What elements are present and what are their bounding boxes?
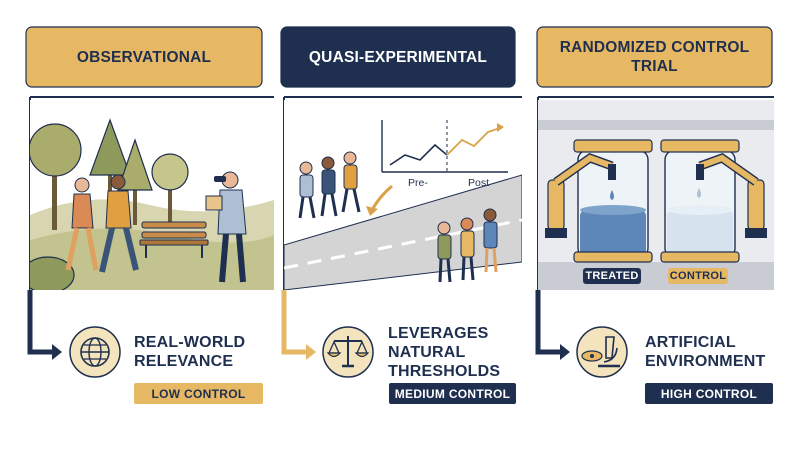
control-tank <box>660 139 740 263</box>
chart-label-post: Post <box>468 177 490 189</box>
arrow-head-icon <box>560 344 570 360</box>
chart-label-pre: Pre- <box>408 177 428 189</box>
control-tag: CONTROL <box>669 270 727 282</box>
robot-arm-icon <box>696 152 767 238</box>
walking-person-icon <box>99 174 139 273</box>
tree-icon <box>117 138 153 225</box>
control-tag-bg <box>668 268 728 284</box>
quasi-connector-arrow <box>281 290 306 355</box>
bench-icon <box>139 221 209 258</box>
header-quasi-experimental: QUASI-EXPERIMENTAL <box>308 48 488 66</box>
header-observational: OBSERVATIONAL <box>76 48 212 66</box>
observational-connector-arrow <box>27 290 52 355</box>
pedestrian-group-upper <box>298 151 361 219</box>
microscope-icon <box>576 326 628 378</box>
lab-scene <box>538 100 774 290</box>
quasi-header-box <box>280 26 516 88</box>
badge-medium-control: MEDIUM CONTROL <box>394 386 511 401</box>
street-scene <box>284 100 522 290</box>
arrow-head-icon <box>52 344 62 360</box>
globe-icon <box>69 326 121 378</box>
badge-low-control: LOW CONTROL <box>151 386 246 401</box>
column-rct <box>535 26 774 404</box>
rct-connector-arrow <box>535 290 560 355</box>
walking-person-icon <box>65 177 99 271</box>
tree-icon <box>151 153 189 225</box>
tree-icon <box>30 123 82 230</box>
scales-icon <box>322 326 374 378</box>
medium-control-badge-bg <box>389 383 516 404</box>
treated-tag: TREATED <box>585 270 639 282</box>
observer-with-binoculars-icon <box>205 171 247 283</box>
arrow-head-icon <box>306 344 316 360</box>
rct-header-box <box>536 26 773 88</box>
feature-artificial-environment: ARTIFICIAL ENVIRONMENT <box>645 334 766 370</box>
pedestrian-group-lower <box>437 208 498 283</box>
low-control-badge-bg <box>134 383 263 404</box>
column-quasi-experimental <box>280 26 522 404</box>
observational-header-box <box>25 26 263 88</box>
park-scene <box>30 100 274 290</box>
badge-high-control: HIGH CONTROL <box>660 386 758 401</box>
feature-leverages-natural-thresholds: LEVERAGES NATURAL THRESHOLDS <box>388 325 501 380</box>
pre-post-chart <box>381 120 508 174</box>
treated-tank <box>573 139 653 263</box>
bush-icon <box>30 256 75 290</box>
high-control-badge-bg <box>645 383 773 404</box>
header-randomized-control-trial: RANDOMIZED CONTROL TRIAL <box>559 39 750 75</box>
treated-tag-bg <box>583 268 641 284</box>
curved-arrow-icon <box>370 184 393 211</box>
robot-arm-icon <box>545 152 616 238</box>
column-observational <box>25 26 274 404</box>
feature-real-world-relevance: REAL-WORLD RELEVANCE <box>134 334 246 370</box>
